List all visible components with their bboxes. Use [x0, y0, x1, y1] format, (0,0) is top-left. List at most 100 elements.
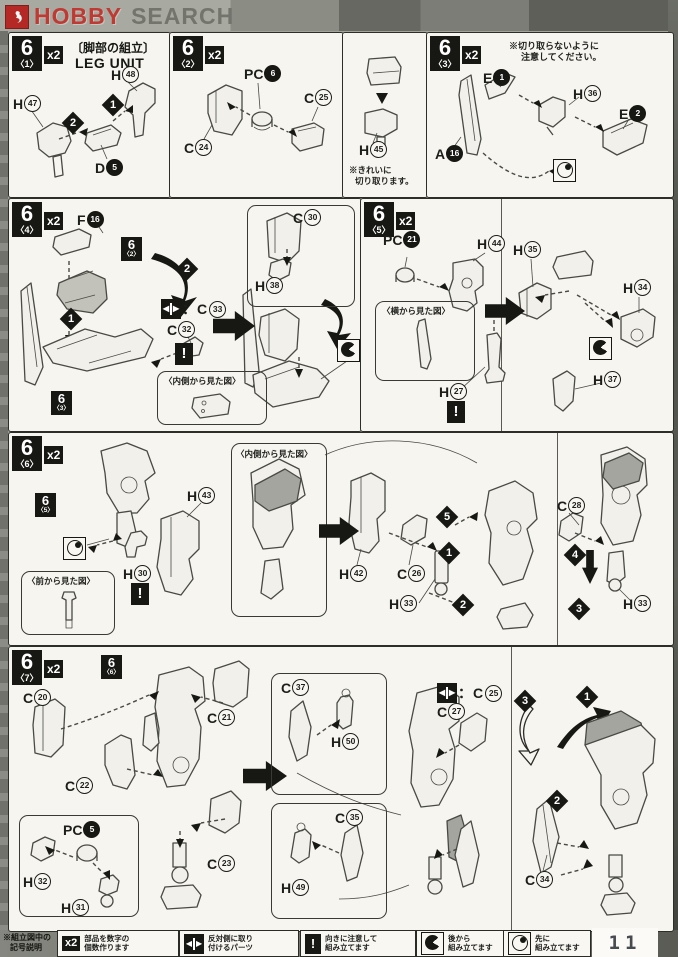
legend-item-assemble-later: 後から組み立てます	[416, 930, 504, 957]
orientation-warning-icon: !	[175, 343, 193, 365]
caution-note-line2: 注意してください。	[521, 52, 602, 62]
opposite-side-icon: ◀▶	[184, 933, 204, 954]
step-badge-6-4: 6〈4〉 x2	[12, 202, 64, 237]
hobby-search-watermark: HOBBY SEARCH	[5, 3, 234, 30]
subassembly-badge-6-5: 6〈5〉	[35, 493, 56, 517]
order-badge-1: 1	[101, 93, 125, 117]
step-6-5-drawing	[395, 250, 656, 412]
order-badge-3: 3	[567, 597, 591, 621]
side-view-inset: 〈横から見た図〉	[375, 301, 475, 381]
step-badge-6-6: 6〈6〉 x2	[12, 436, 64, 471]
section-title-jp: 〔脚部の組立〕	[71, 41, 156, 55]
side-view-label: 〈横から見た図〉	[382, 306, 451, 316]
opposite-side-icon: ◀▶	[161, 299, 181, 319]
caution-note-line1: ※切り取らないように	[509, 41, 599, 51]
x2-icon: x2	[62, 936, 81, 951]
subassembly-badge-6-6: 6〈6〉	[101, 655, 122, 679]
step-badge-6-2: 6〈2〉 x2	[173, 36, 225, 71]
quantity-badge: x2	[205, 46, 225, 64]
quantity-badge: x2	[44, 46, 64, 64]
step-6-7-drawing	[30, 660, 656, 916]
c35-h49-inset	[271, 803, 387, 919]
quantity-badge: x2	[44, 446, 64, 464]
order-badge-2: 2	[545, 789, 569, 813]
step-badge-6-1: 6〈1〉 x2	[12, 36, 64, 71]
order-badge-2: 2	[175, 257, 199, 281]
order-badge-4: 4	[563, 543, 587, 567]
legend-heading-line1: ※組立図中の	[3, 933, 51, 942]
step-6-6-drawing	[86, 440, 648, 630]
h45-trim-drawing	[364, 56, 402, 148]
order-badge-1: 1	[575, 685, 599, 709]
trim-note-line2: 切り取ります。	[355, 176, 414, 186]
quantity-badge: x2	[44, 660, 64, 678]
subassembly-badge-6-2: 6〈2〉	[121, 237, 142, 261]
order-badge-2: 2	[61, 111, 85, 135]
front-view-inset: 〈前から見た図〉	[21, 571, 115, 635]
orientation-warning-icon: !	[447, 401, 465, 423]
orientation-warning-icon: !	[305, 933, 321, 954]
step-badge-6-7: 6〈7〉 x2	[12, 650, 64, 685]
trim-note-line1: ※きれいに	[349, 165, 392, 175]
inside-view-inset: 〈内側から見た図〉	[157, 371, 267, 425]
quantity-badge: x2	[44, 212, 64, 230]
background-filmstrip	[0, 31, 8, 957]
pc5-parts-inset	[19, 815, 139, 917]
background-photo-top	[0, 0, 678, 31]
inner-view-inset: 〈内側から見た図〉	[231, 443, 327, 617]
assemble-later-icon	[421, 932, 444, 955]
assemble-first-icon	[63, 537, 86, 560]
panel-divider	[557, 433, 558, 645]
logo-text-hobby: HOBBY	[34, 3, 123, 29]
order-badge-2: 2	[451, 593, 475, 617]
legend-heading-line2: 記号説明	[10, 943, 42, 952]
order-badge-1: 1	[437, 541, 461, 565]
front-view-label: 〈前から見た図〉	[27, 576, 96, 586]
c37-h50-inset	[271, 673, 387, 795]
orientation-warning-icon: !	[131, 583, 149, 605]
legend-item-opposite-side: ◀▶ 反対側に取り付けるパーツ	[179, 930, 299, 957]
